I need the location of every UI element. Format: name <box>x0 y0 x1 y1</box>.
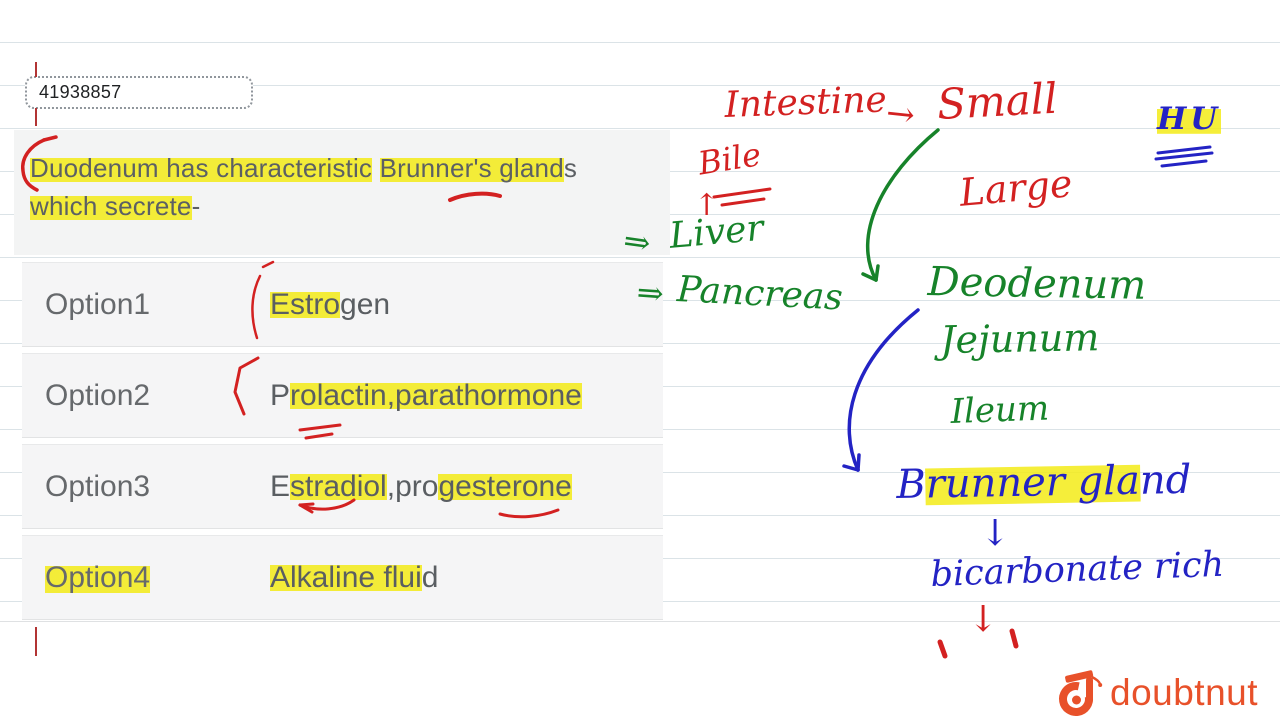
annotation-small: Small <box>935 73 1059 129</box>
annotation-large: Large <box>957 161 1075 215</box>
right-arrow-icon: → <box>884 93 917 136</box>
question-highlight-2: Brunner's gland <box>379 153 564 183</box>
option-3-value: Estradiol,progesterone <box>270 469 572 503</box>
logo-dot <box>1072 695 1081 705</box>
option-1-value: Estrogen <box>270 287 391 321</box>
option-1-label: Option1 <box>45 287 151 321</box>
option-row-4[interactable]: Option4 Alkaline fluid <box>22 535 663 620</box>
option-2-label: Option2 <box>45 378 151 412</box>
annotation-liver: Liver <box>667 207 766 257</box>
question-text <box>372 153 379 183</box>
annotation-hu: HU <box>1157 101 1222 137</box>
annotation-intestine: Intestine <box>723 79 888 126</box>
question-id-pill: 41938857 <box>25 76 253 109</box>
option-row-2[interactable]: Option2 Prolactin,parathormone <box>22 353 663 438</box>
doubtnut-logo-text: doubtnut <box>1110 672 1259 713</box>
annotation-pancreas: Pancreas <box>676 269 844 319</box>
option-row-3[interactable]: Option3 Estradiol,progesterone <box>22 444 663 529</box>
double-arrow-icon: ⇒ <box>635 273 665 313</box>
option-4-label: Option4 <box>45 560 151 595</box>
question-highlight-3: which secrete <box>30 191 192 221</box>
graduation-cap-icon <box>1065 670 1103 687</box>
option-row-1[interactable]: Option1 Estrogen <box>22 262 663 347</box>
table-bottom-rule <box>0 621 1280 622</box>
annotation-jejunum: Jejunum <box>939 315 1100 362</box>
option-3-label: Option3 <box>45 469 151 503</box>
down-arrow-icon: ↓ <box>968 599 999 640</box>
question-line-1: Duodenum has characteristic Brunner's gl… <box>30 153 577 184</box>
annotation-brunner-gland: Brunner gland <box>895 456 1192 508</box>
down-arrow-icon: ↓ <box>980 513 1011 554</box>
double-arrow-icon: ⇒ <box>621 221 653 263</box>
annotation-bicarbonate-rich: bicarbonate rich <box>929 544 1225 595</box>
question-id-value: 41938857 <box>39 82 122 102</box>
annotation-duodenum: Deodenum <box>927 259 1147 309</box>
annotation-ileum: Ileum <box>949 388 1050 432</box>
annotation-bile: Bile <box>695 135 764 183</box>
question-highlight-1: Duodenum has characteristic <box>30 153 373 183</box>
doubtnut-logo-icon <box>1059 670 1103 716</box>
option-4-value: Alkaline fluid <box>270 560 439 594</box>
question-text-end: s <box>563 153 578 183</box>
doubtnut-logo: doubtnut <box>1056 668 1258 718</box>
question-line-2: which secrete- <box>30 191 200 222</box>
option-2-value: Prolactin,parathormone <box>270 378 582 412</box>
question-text-dash: - <box>191 191 201 221</box>
